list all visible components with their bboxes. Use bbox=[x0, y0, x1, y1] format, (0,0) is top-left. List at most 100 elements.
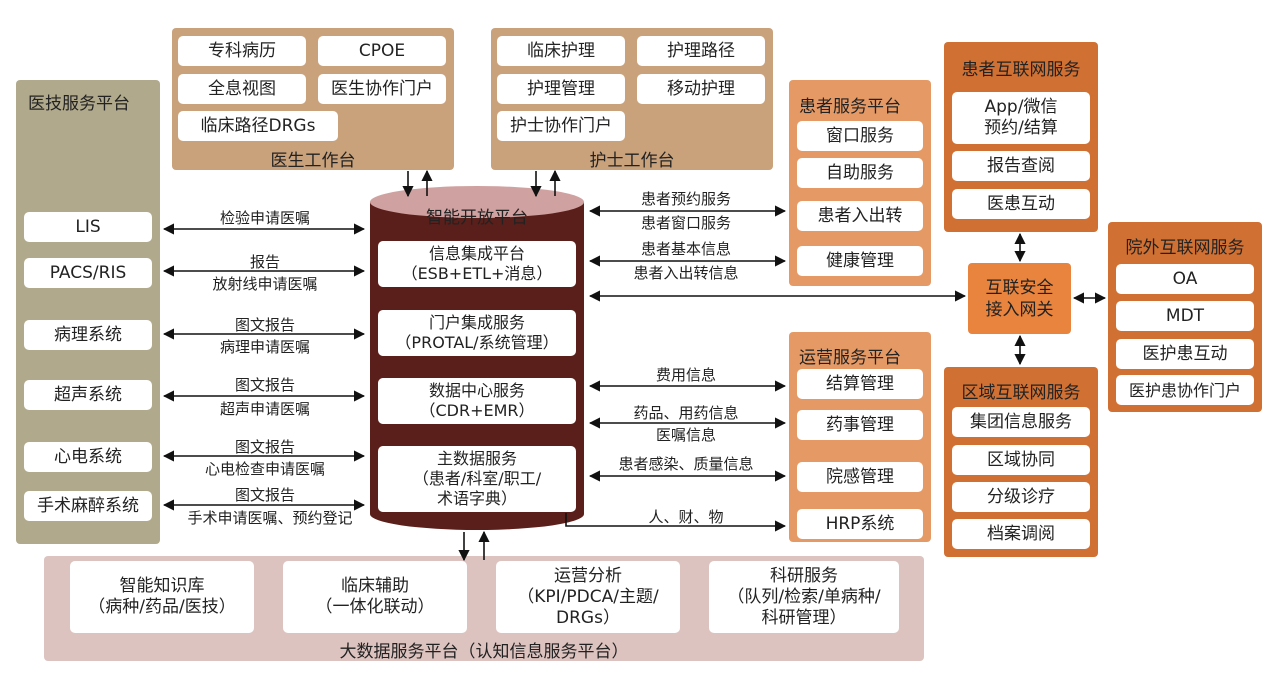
patient-link-2-line2: 患者入出转信息 bbox=[633, 264, 739, 282]
patient-item-admission[interactable]: 患者入出转 bbox=[797, 201, 923, 231]
patient-platform-title: 患者服务平台 bbox=[799, 97, 901, 117]
link-label-ultrasound-2: 超声申请医嘱 bbox=[219, 400, 310, 418]
open-platform-title: 智能开放平台 bbox=[426, 208, 528, 228]
bigdata-item-research-line2: （队列/检索/单病种/ bbox=[727, 586, 881, 607]
bigdata-item-ops-analysis-line3: DRGs） bbox=[556, 607, 620, 628]
bigdata-item-research-line3: 科研管理） bbox=[761, 607, 847, 628]
patient-item-window[interactable]: 窗口服务 bbox=[797, 121, 923, 151]
security-gateway-line2: 接入网关 bbox=[985, 299, 1054, 320]
medtech-item-ultrasound[interactable]: 超声系统 bbox=[24, 380, 152, 410]
bigdata-item-ops-analysis[interactable]: 运营分析 （KPI/PDCA/主题/ DRGs） bbox=[496, 561, 680, 633]
nurse-item-mobile-nursing[interactable]: 移动护理 bbox=[637, 74, 765, 104]
link-label-pathology-2: 病理申请医嘱 bbox=[219, 338, 310, 356]
link-label-lis-1: 检验申请医嘱 bbox=[219, 209, 310, 227]
external-internet-panel: 院外互联网服务 OA MDT 医护患互动 医护患协作门户 bbox=[1108, 222, 1262, 412]
bigdata-item-knowledge-base-line1: 智能知识库 bbox=[119, 576, 205, 596]
open-item-integration[interactable]: 信息集成平台 （ESB+ETL+消息） bbox=[378, 241, 576, 287]
patient-internet-report[interactable]: 报告查阅 bbox=[952, 151, 1090, 181]
doctor-item-clinical-path[interactable]: 临床路径DRGs bbox=[178, 111, 338, 141]
operations-platform-panel: 运营服务平台 结算管理 药事管理 院感管理 HRP系统 bbox=[789, 332, 931, 542]
regional-item-records[interactable]: 档案调阅 bbox=[952, 519, 1090, 549]
bigdata-item-clinical-aid-line2: （一体化联动） bbox=[315, 597, 435, 617]
open-item-portal-line2: （PROTAL/系统管理） bbox=[395, 333, 559, 352]
regional-item-coordination[interactable]: 区域协同 bbox=[952, 445, 1090, 475]
open-item-master-data[interactable]: 主数据服务 （患者/科室/职工/ 术语字典） bbox=[378, 446, 576, 512]
patient-link-1-line1: 患者预约服务 bbox=[640, 190, 731, 208]
regional-internet-title: 区域互联网服务 bbox=[961, 383, 1081, 403]
medtech-platform-title: 医技服务平台 bbox=[28, 94, 130, 114]
ops-link-2-line2: 医嘱信息 bbox=[655, 426, 716, 444]
doctor-item-collab-portal[interactable]: 医生协作门户 bbox=[318, 74, 446, 104]
patient-internet-app-line1: App/微信 bbox=[984, 97, 1058, 117]
open-item-portal[interactable]: 门户集成服务 （PROTAL/系统管理） bbox=[378, 310, 576, 356]
nurse-item-nursing-path[interactable]: 护理路径 bbox=[637, 36, 765, 66]
bigdata-item-ops-analysis-line1: 运营分析 bbox=[554, 565, 622, 586]
patient-item-health-mgmt[interactable]: 健康管理 bbox=[797, 246, 923, 276]
open-item-integration-line1: 信息集成平台 bbox=[428, 244, 525, 263]
medtech-item-pathology[interactable]: 病理系统 bbox=[24, 320, 152, 350]
bigdata-platform-panel: 智能知识库 （病种/药品/医技） 临床辅助 （一体化联动） 运营分析 （KPI/… bbox=[44, 556, 924, 662]
doctor-workstation-panel: 专科病历 CPOE 全息视图 医生协作门户 临床路径DRGs 医生工作台 bbox=[172, 28, 454, 171]
ops-item-settlement[interactable]: 结算管理 bbox=[797, 369, 923, 399]
ops-item-hrp[interactable]: HRP系统 bbox=[797, 509, 923, 539]
ops-item-pharmacy[interactable]: 药事管理 bbox=[797, 410, 923, 440]
link-label-ultrasound-1: 图文报告 bbox=[234, 376, 295, 394]
doctor-item-cpoe[interactable]: CPOE bbox=[318, 36, 446, 66]
patient-internet-app-line2: 预约/结算 bbox=[984, 118, 1058, 138]
regional-item-tiered-care[interactable]: 分级诊疗 bbox=[952, 482, 1090, 512]
medtech-platform-panel: 医技服务平台 LIS PACS/RIS 病理系统 超声系统 心电系统 手术麻醉系… bbox=[16, 80, 160, 544]
operations-platform-title: 运营服务平台 bbox=[799, 348, 901, 368]
patient-item-self-service[interactable]: 自助服务 bbox=[797, 158, 923, 188]
bigdata-item-clinical-aid-line1: 临床辅助 bbox=[341, 576, 409, 596]
external-item-oa[interactable]: OA bbox=[1116, 264, 1254, 294]
external-item-collab-portal[interactable]: 医护患协作门户 bbox=[1116, 375, 1254, 405]
ops-link-3-line1: 患者感染、质量信息 bbox=[618, 455, 754, 473]
open-item-integration-line2: （ESB+ETL+消息） bbox=[401, 264, 553, 283]
patient-link-2-line1: 患者基本信息 bbox=[640, 240, 731, 258]
bigdata-item-clinical-aid[interactable]: 临床辅助 （一体化联动） bbox=[283, 561, 467, 633]
bigdata-item-ops-analysis-line2: （KPI/PDCA/主题/ bbox=[517, 586, 659, 607]
open-item-master-data-line2: （患者/科室/职工/ bbox=[412, 469, 542, 488]
bigdata-item-knowledge-base-line2: （病种/药品/医技） bbox=[88, 597, 236, 617]
patient-internet-title: 患者互联网服务 bbox=[961, 60, 1081, 80]
ops-link-1-line1: 费用信息 bbox=[655, 366, 716, 384]
nurse-workstation-title: 护士工作台 bbox=[589, 151, 675, 171]
arrow-ops-4 bbox=[565, 513, 787, 532]
external-item-mdt[interactable]: MDT bbox=[1116, 301, 1254, 331]
open-item-master-data-line1: 主数据服务 bbox=[436, 449, 517, 468]
link-label-surgery-2: 手术申请医嘱、预约登记 bbox=[187, 509, 353, 527]
ops-item-infection[interactable]: 院感管理 bbox=[797, 462, 923, 492]
medtech-item-pacs[interactable]: PACS/RIS bbox=[24, 258, 152, 288]
external-internet-title: 院外互联网服务 bbox=[1125, 238, 1245, 258]
medtech-item-surgery-anesthesia[interactable]: 手术麻醉系统 bbox=[24, 491, 152, 521]
external-item-interaction[interactable]: 医护患互动 bbox=[1116, 339, 1254, 369]
ops-link-4-line1: 人、财、物 bbox=[648, 508, 724, 526]
doctor-workstation-title: 医生工作台 bbox=[270, 151, 356, 171]
open-item-data-center-line1: 数据中心服务 bbox=[428, 381, 525, 400]
medtech-item-ecg[interactable]: 心电系统 bbox=[24, 442, 152, 472]
bigdata-item-research[interactable]: 科研服务 （队列/检索/单病种/ 科研管理） bbox=[709, 561, 899, 633]
security-gateway-line1: 互联安全 bbox=[985, 277, 1054, 298]
regional-item-group-info[interactable]: 集团信息服务 bbox=[952, 407, 1090, 437]
open-item-data-center-line2: （CDR+EMR） bbox=[419, 401, 535, 420]
patient-internet-app[interactable]: App/微信 预约/结算 bbox=[952, 92, 1090, 144]
bigdata-platform-title: 大数据服务平台（认知信息服务平台） bbox=[339, 642, 629, 662]
link-label-ecg-2: 心电检查申请医嘱 bbox=[204, 460, 325, 478]
patient-internet-interaction[interactable]: 医患互动 bbox=[952, 189, 1090, 219]
patient-platform-panel: 患者服务平台 窗口服务 自助服务 患者入出转 健康管理 bbox=[789, 80, 931, 286]
regional-internet-panel: 区域互联网服务 集团信息服务 区域协同 分级诊疗 档案调阅 bbox=[944, 367, 1098, 557]
nurse-item-collab-portal[interactable]: 护士协作门户 bbox=[497, 111, 625, 141]
open-item-data-center[interactable]: 数据中心服务 （CDR+EMR） bbox=[378, 378, 576, 424]
security-gateway[interactable]: 互联安全 接入网关 bbox=[968, 263, 1071, 334]
doctor-item-holistic-view[interactable]: 全息视图 bbox=[178, 74, 306, 104]
nurse-item-nursing-mgmt[interactable]: 护理管理 bbox=[497, 74, 625, 104]
bigdata-item-knowledge-base[interactable]: 智能知识库 （病种/药品/医技） bbox=[70, 561, 254, 633]
open-item-portal-line1: 门户集成服务 bbox=[428, 313, 525, 332]
bigdata-item-research-line1: 科研服务 bbox=[770, 565, 838, 586]
patient-internet-panel: 患者互联网服务 App/微信 预约/结算 报告查阅 医患互动 bbox=[944, 42, 1098, 232]
nurse-item-clinical-nursing[interactable]: 临床护理 bbox=[497, 36, 625, 66]
patient-link-1-line2: 患者窗口服务 bbox=[640, 214, 731, 232]
medtech-item-lis[interactable]: LIS bbox=[24, 212, 152, 242]
doctor-item-specialty-record[interactable]: 专科病历 bbox=[178, 36, 306, 66]
